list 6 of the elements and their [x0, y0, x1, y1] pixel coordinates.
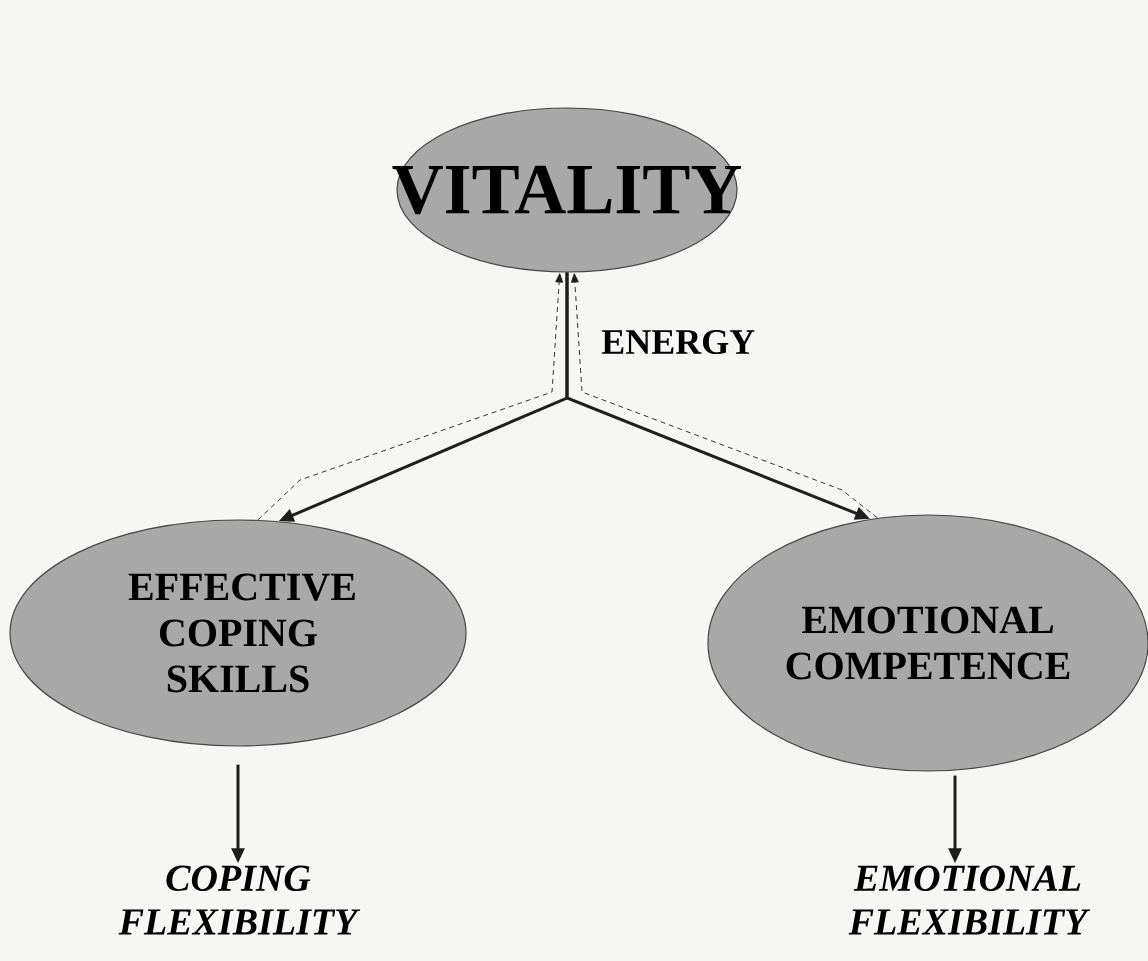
outcome-label: EMOTIONAL FLEXIBILITY	[848, 865, 1091, 935]
ellipse-node: EMOTIONAL COMPETENCE	[707, 514, 1148, 772]
ellipse-node: VITALITY	[392, 107, 741, 273]
ellipse-node: EFFECTIVE COPING SKILLS	[9, 519, 467, 747]
outcome-label: COPING FLEXIBILITY	[118, 865, 361, 935]
annotation-label: ENERGY	[601, 329, 755, 355]
